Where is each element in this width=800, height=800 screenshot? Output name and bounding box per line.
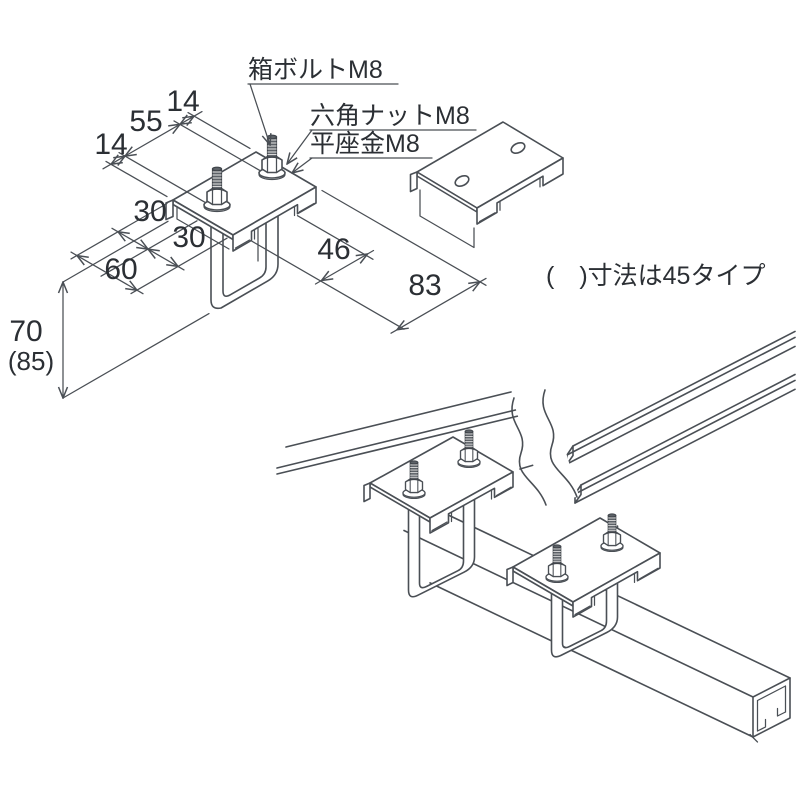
plate-interior-edges: [176, 205, 230, 250]
assembly-view: [276, 330, 796, 743]
leader-flat-washer: [292, 157, 313, 173]
leader-hex-nut: [287, 129, 313, 164]
plate-front-flange-notched: [232, 186, 317, 252]
note-45-type: ( )寸法は45タイプ: [546, 262, 765, 290]
label-box-bolt: 箱ボルトM8: [248, 56, 383, 84]
bolt-hole-right: [510, 141, 526, 155]
plate-far-flange-sliver: [165, 199, 174, 221]
dim-left-14: 14: [94, 128, 127, 161]
break-line-1: [511, 397, 547, 506]
label-hex-nut: 六角ナットM8: [310, 102, 470, 130]
sheet-thickness-lines: [234, 202, 315, 249]
clamp-top-face: [416, 121, 564, 209]
dim-85: (85): [8, 346, 54, 376]
dim-46: 46: [317, 233, 350, 266]
assembly-bracket-1: [363, 436, 514, 534]
frame-bars: [276, 330, 796, 506]
dim-60: 60: [104, 253, 137, 286]
dim-30-a: 30: [133, 195, 166, 228]
label-flat-washer: 平座金M8: [310, 130, 420, 158]
dim-70: 70: [9, 315, 42, 348]
break-line-2: [542, 389, 578, 498]
box-u-bolt: [210, 205, 279, 310]
c-channel-rail: [403, 508, 791, 743]
isolated-clamp-plate: [409, 121, 564, 249]
main-bracket-drawing: 14 55 14 30 30 60 46 83 70 (85) 箱ボルトM8 六…: [8, 56, 487, 398]
dim-30-b: 30: [172, 221, 205, 254]
clamp-front-flange-notched: [476, 157, 564, 225]
bolt-hole-left: [454, 174, 470, 188]
callouts: 箱ボルトM8 六角ナットM8 平座金M8: [247, 56, 477, 173]
leader-box-bolt: [249, 83, 270, 145]
rail-end-face: [752, 677, 791, 738]
dim-top-14: 14: [166, 85, 199, 118]
dim-83: 83: [408, 269, 441, 302]
dimension-lines: [63, 110, 487, 398]
dim-55: 55: [129, 105, 162, 138]
rail-lip-tick: [749, 733, 759, 743]
